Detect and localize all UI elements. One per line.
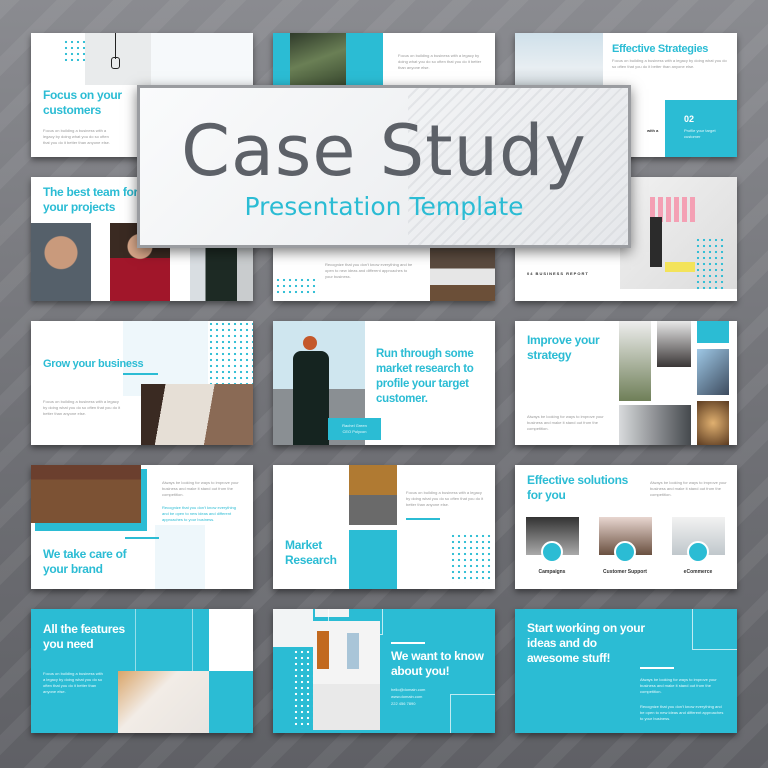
name-tag: Rachel Green CEO Polycon <box>328 418 381 440</box>
slide-heading: Market Research <box>285 538 337 567</box>
slide-heading: The best team for your projects <box>43 185 138 214</box>
subtitle: Presentation Template <box>244 192 524 221</box>
slide-body: Focus on building a business with a lega… <box>398 53 482 70</box>
slide-all-features[interactable]: All the features you need Focus on build… <box>31 609 253 733</box>
person-role: CEO Polycon <box>342 429 367 434</box>
dot-pattern <box>695 237 725 292</box>
slide-body: Focus on building a business with a lega… <box>43 671 103 694</box>
desk-hands-photo <box>118 671 209 733</box>
lamp-light-photo <box>697 401 729 445</box>
dot-pattern <box>208 321 253 391</box>
team-photo-1 <box>31 223 91 301</box>
slide-improve-strategy[interactable]: Improve your strategy Always be looking … <box>515 321 737 445</box>
slide-market-research[interactable]: Market Research Focus on building a busi… <box>273 465 495 589</box>
computer-photo <box>619 405 691 445</box>
slide-body: Focus on building a business with a lega… <box>43 128 110 145</box>
slide-heading: We want to know about you! <box>391 649 484 678</box>
slide-heading: We take care of your brand <box>43 547 127 576</box>
person-name: Rachel Green <box>342 423 367 428</box>
slide-heading: Grow your business <box>43 358 144 370</box>
text-fragment: with a <box>647 128 659 133</box>
slide-know-about-you[interactable]: We want to know about you! hello@domain.… <box>273 609 495 733</box>
slide-body: Always be looking for ways to improve yo… <box>527 414 604 431</box>
shopping-bag-icon <box>687 541 709 563</box>
contact-phone: 222 456 7890 <box>391 701 416 706</box>
slide-heading: Effective solutions for you <box>527 473 628 502</box>
slide-body: Focus on building a business with a lega… <box>43 399 121 416</box>
step-caption: Profile your target customer <box>684 128 716 139</box>
plant-photo <box>619 321 651 401</box>
slide-body-2: Recognize that you don't know everything… <box>640 704 724 721</box>
hands-photo <box>141 384 253 445</box>
palm-photo <box>290 33 346 85</box>
slide-heading: Focus on your customers <box>43 88 122 117</box>
step-number: 02 <box>684 114 695 124</box>
report-label: 04 BUSINESS REPORT <box>527 271 589 276</box>
skyscraper-photo <box>697 349 729 395</box>
contact-email: hello@domain.com <box>391 687 426 692</box>
office-chairs-photo <box>430 247 495 301</box>
solution-label: Customer Support <box>603 569 647 575</box>
contact-website: www.domain.com <box>391 694 423 699</box>
dot-pattern <box>275 277 319 297</box>
slide-body: Always be looking for ways to improve yo… <box>162 480 239 497</box>
title-card: Case Study Presentation Template <box>137 85 631 248</box>
chat-icon <box>614 541 636 563</box>
step-box: 02 Profile your target customer <box>665 100 737 157</box>
meeting-table-photo <box>31 465 141 523</box>
slide-grow-business[interactable]: Grow your business Focus on building a b… <box>31 321 253 445</box>
slide-body: Focus on building a business with a lega… <box>406 490 484 507</box>
team-photo-3 <box>190 247 253 301</box>
slide-market-research-profile[interactable]: Run through some market research to prof… <box>273 321 495 445</box>
megaphone-icon <box>541 541 563 563</box>
lamp-photo <box>85 33 151 85</box>
main-title: Case Study <box>181 110 587 192</box>
laptop-photo <box>349 465 397 525</box>
dot-pattern <box>450 533 492 583</box>
solution-label: eCommerce <box>683 569 713 575</box>
slide-heading: Run through some market research to prof… <box>376 348 474 405</box>
slide-heading: Improve your strategy <box>527 333 600 362</box>
slide-heading: All the features you need <box>43 622 125 651</box>
slide-effective-solutions[interactable]: Effective solutions for you Always be lo… <box>515 465 737 589</box>
interior-photo <box>657 321 691 367</box>
slide-brand[interactable]: Always be looking for ways to improve yo… <box>31 465 253 589</box>
solution-label: Campaigns <box>538 569 566 575</box>
slide-body: Always be looking for ways to improve yo… <box>640 677 717 694</box>
slide-body: Focus on building a business with a lega… <box>612 58 727 69</box>
whiteboard-photo <box>313 621 380 730</box>
slide-heading: Effective Strategies <box>612 43 709 55</box>
slide-body-2: Recognize that you don't know everything… <box>162 505 236 522</box>
slide-heading: Start working on your ideas and do aweso… <box>527 621 645 665</box>
slide-start-working[interactable]: Start working on your ideas and do aweso… <box>515 609 737 733</box>
slide-body: Recognize that you don't know everything… <box>325 262 413 279</box>
slide-body: Always be looking for ways to improve yo… <box>650 480 727 497</box>
